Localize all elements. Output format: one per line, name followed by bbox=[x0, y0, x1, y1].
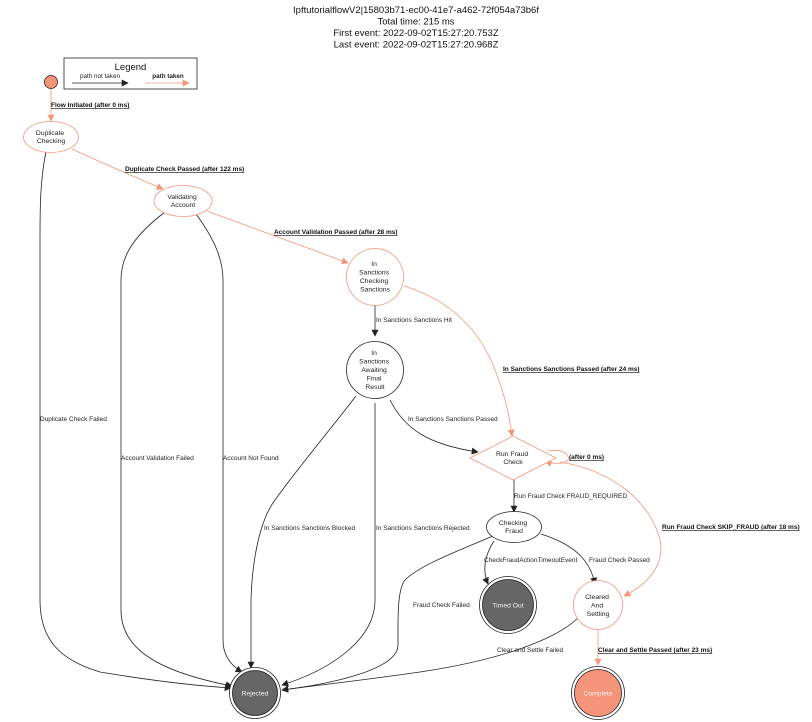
node-label: Timed Out bbox=[492, 603, 524, 610]
node-shape bbox=[346, 248, 404, 306]
last-event: Last event: 2022-09-02T15:27:20.968Z bbox=[334, 40, 499, 51]
legend-box bbox=[63, 57, 198, 90]
label-clear-and-settle-passed: Clear and Settle Passed (after 23 ms) bbox=[598, 647, 712, 654]
node-complete[interactable]: Complete bbox=[571, 666, 625, 720]
edges-not-taken bbox=[39, 151, 598, 693]
label-account-validation-failed: Account Validation Failed bbox=[121, 455, 194, 462]
node-timed-out[interactable]: Timed Out bbox=[479, 576, 537, 634]
edge-account-validation-passed bbox=[206, 210, 349, 265]
node-label: Validating Account bbox=[167, 194, 198, 209]
node-cleared-and-settling[interactable]: Cleared And Settling bbox=[573, 580, 623, 630]
edge-timeout-event bbox=[482, 540, 495, 585]
flow-title: IpftutorialflowV2|15803b71-ec00-41e7-a46… bbox=[293, 5, 539, 16]
node-shape bbox=[574, 669, 622, 717]
node-shape bbox=[346, 341, 404, 399]
edge-sanctions-rejected bbox=[281, 403, 376, 687]
node-label: Run Fraud Check bbox=[496, 451, 530, 466]
edge-skip-fraud bbox=[559, 461, 662, 597]
node-label: Checking Fraud bbox=[499, 520, 529, 535]
edge-fraud-check-passed bbox=[540, 533, 598, 585]
start-node[interactable] bbox=[44, 75, 58, 89]
node-run-fraud-check[interactable]: Run Fraud Check bbox=[469, 435, 557, 481]
label-skip-fraud: Run Fraud Check SKIP_FRAUD (after 18 ms) bbox=[662, 524, 800, 531]
edge-duplicate-check-passed bbox=[71, 148, 164, 190]
node-shape bbox=[482, 579, 534, 631]
edge-sanctions-passed bbox=[389, 399, 479, 455]
label-self-loop: (after 0 ms) bbox=[569, 454, 604, 461]
nodes: Duplicate Checking Validating Account In… bbox=[23, 75, 625, 720]
edge-sanctions-blocked bbox=[247, 395, 357, 669]
label-clear-and-settle-failed: Clear and Settle Failed bbox=[497, 647, 564, 654]
legend-taken-label: path taken bbox=[152, 73, 184, 80]
legend-title: Legend bbox=[115, 62, 147, 73]
node-label: Cleared And Settling bbox=[585, 594, 611, 618]
node-duplicate-checking[interactable]: Duplicate Checking bbox=[23, 121, 79, 153]
node-shape bbox=[486, 511, 542, 543]
total-time: Total time: 215 ms bbox=[377, 17, 454, 28]
label-account-not-found: Account Not Found bbox=[223, 455, 279, 462]
node-shape bbox=[153, 185, 213, 217]
label-fraud-check-failed: Fraud Check Failed bbox=[413, 602, 470, 609]
label-sanctions-hit: In Sanctions Sanctions Hit bbox=[376, 317, 452, 324]
node-label: Rejected bbox=[242, 691, 269, 698]
node-in-sanctions-awaiting-final-result[interactable]: In Sanctions Awaiting Final Result bbox=[346, 341, 404, 399]
label-account-validation-passed: Account Validation Passed (after 28 ms) bbox=[274, 229, 398, 236]
edge-self-loop bbox=[544, 449, 569, 467]
node-shape bbox=[469, 435, 557, 481]
node-label: In Sanctions Awaiting Final Result bbox=[359, 350, 391, 391]
node-shape bbox=[232, 670, 278, 716]
node-checking-fraud[interactable]: Checking Fraud bbox=[486, 511, 542, 543]
edges-taken bbox=[47, 89, 662, 666]
edge-account-not-found bbox=[195, 213, 243, 673]
node-label: Complete bbox=[583, 691, 612, 698]
node-label: In Sanctions Checking Sanctions bbox=[359, 261, 391, 294]
diagram-header: IpftutorialflowV2|15803b71-ec00-41e7-a46… bbox=[293, 5, 539, 51]
label-timeout-event: CheckFraudActionTimeoutEvent bbox=[484, 557, 578, 564]
label-sanctions-passed: In Sanctions Sanctions Passed bbox=[408, 416, 498, 423]
edge-duplicate-check-failed bbox=[39, 151, 232, 692]
legend: Legend path not taken path taken bbox=[63, 57, 198, 90]
label-fraud-check-passed: Fraud Check Passed bbox=[589, 557, 650, 564]
node-rejected[interactable]: Rejected bbox=[229, 667, 281, 719]
edge-labels: Flow Initiated (after 0 ms) Duplicate Ch… bbox=[40, 102, 800, 654]
first-event: First event: 2022-09-02T15:27:20.753Z bbox=[333, 28, 498, 39]
legend-not-taken-label: path not taken bbox=[80, 73, 120, 80]
edge-clear-and-settle-failed bbox=[281, 617, 579, 693]
edge-sanctions-passed-taken bbox=[403, 285, 515, 437]
label-sanctions-rejected: In Sanctions Sanctions Rejected bbox=[376, 525, 470, 532]
label-flow-initiated: Flow Initiated (after 0 ms) bbox=[51, 102, 129, 109]
node-in-sanctions-checking-sanctions[interactable]: In Sanctions Checking Sanctions bbox=[346, 248, 404, 306]
label-sanctions-passed-taken: In Sanctions Sanctions Passed (after 24 … bbox=[503, 366, 640, 373]
edge-account-validation-failed bbox=[120, 211, 233, 689]
label-duplicate-check-failed: Duplicate Check Failed bbox=[40, 416, 107, 423]
node-shape bbox=[23, 121, 79, 153]
label-fraud-required: Run Fraud Check FRAUD_REQUIRED bbox=[514, 493, 627, 500]
edge-fraud-check-failed bbox=[281, 535, 494, 693]
node-validating-account[interactable]: Validating Account bbox=[153, 185, 213, 217]
node-label: Duplicate Checking bbox=[36, 130, 66, 145]
label-duplicate-check-passed: Duplicate Check Passed (after 122 ms) bbox=[125, 166, 244, 173]
node-shape bbox=[573, 580, 623, 630]
label-sanctions-blocked: In Sanctions Sanctions Blocked bbox=[264, 525, 355, 532]
